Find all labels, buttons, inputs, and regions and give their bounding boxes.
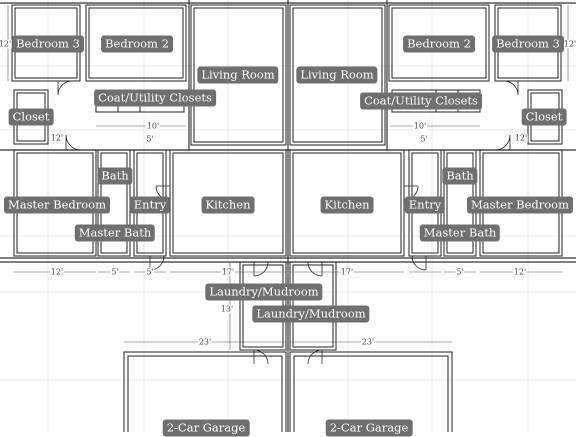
- dimension-right-mid-5: 5': [419, 134, 429, 144]
- room-label-bedroom-3-left: Bedroom 3: [12, 35, 84, 53]
- dimension-right-top: 12': [562, 39, 576, 49]
- room-label-bath-left: Bath: [97, 167, 133, 185]
- dimension-bottom-left-5b: 5': [145, 267, 155, 277]
- room-label-entry-right: Entry: [404, 196, 446, 214]
- room-label-entry-left: Entry: [129, 196, 171, 214]
- room-label-closet-left: Closet: [8, 108, 54, 126]
- room-walls: [11, 4, 563, 432]
- room-label-bath-right: Bath: [442, 167, 478, 185]
- room-label-closets-left: Coat/Utility Closets: [94, 89, 216, 107]
- room-label-garage-right: 2-Car Garage: [325, 419, 413, 437]
- room-label-master-bedroom-left: Master Bedroom: [4, 196, 110, 214]
- room-label-bedroom-3-right: Bedroom 3: [492, 35, 564, 53]
- room-label-kitchen-right: Kitchen: [320, 196, 374, 214]
- dimension-garage-right: 23': [360, 337, 376, 347]
- dimension-closets-left: 10': [145, 121, 161, 131]
- dimension-left-mid-5: 5': [145, 134, 155, 144]
- dimension-left-mid-12: 12': [49, 133, 65, 143]
- room-label-master-bedroom-right: Master Bedroom: [467, 196, 573, 214]
- room-label-closets-right: Coat/Utility Closets: [360, 92, 482, 110]
- dimension-right-mid-12: 12': [513, 133, 529, 143]
- room-label-laundry-right: Laundry/Mudroom: [252, 305, 370, 323]
- room-label-laundry-left: Laundry/Mudroom: [205, 283, 323, 301]
- room-label-closet-right: Closet: [521, 108, 567, 126]
- dimension-left-top: 12': [0, 39, 13, 49]
- room-label-master-bath-left: Master Bath: [74, 224, 156, 242]
- room-label-master-bath-right: Master Bath: [419, 224, 501, 242]
- dimension-bottom-right-5: 5': [455, 267, 465, 277]
- room-label-living-room-left: Living Room: [197, 66, 279, 84]
- room-label-bedroom-2-right: Bedroom 2: [403, 35, 475, 53]
- room-label-bedroom-2-left: Bedroom 2: [101, 35, 173, 53]
- dimension-closets-right: 10': [412, 121, 428, 131]
- room-label-living-room-right: Living Room: [296, 66, 378, 84]
- room-label-kitchen-left: Kitchen: [201, 196, 255, 214]
- dimension-garage-left: 23': [197, 337, 213, 347]
- dimension-bottom-left-17: 17': [220, 267, 236, 277]
- room-label-garage-left: 2-Car Garage: [162, 419, 250, 437]
- dimension-bottom-left-5: 5': [110, 267, 120, 277]
- dimension-laundry-13: 13': [219, 304, 235, 314]
- dimension-bottom-right-17: 17': [339, 267, 355, 277]
- dimension-bottom-left-12: 12': [49, 267, 65, 277]
- dimension-bottom-right-12: 12': [512, 267, 528, 277]
